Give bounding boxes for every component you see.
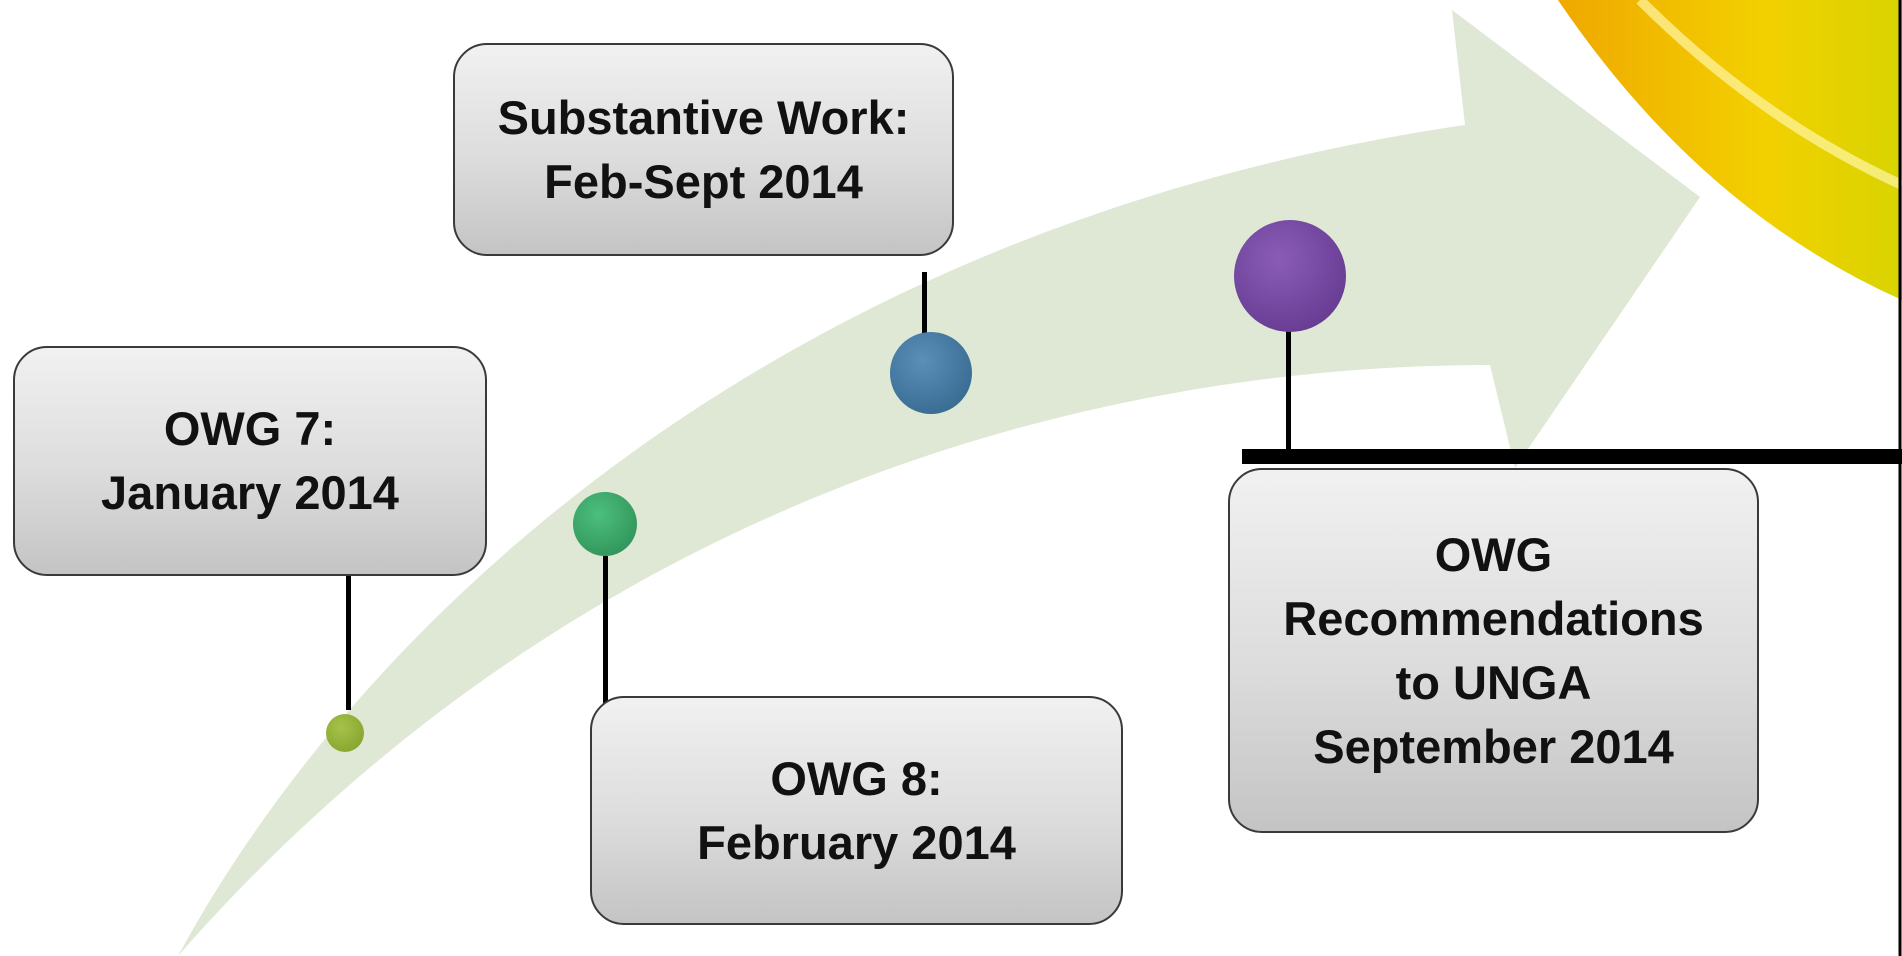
baseline-bar: [1242, 449, 1902, 464]
milestone-recommendations-line1: OWG: [1434, 527, 1553, 581]
milestone-dot-owg8: [573, 492, 637, 556]
milestone-box-owg7: OWG 7: January 2014: [13, 346, 487, 576]
milestone-dot-owg7: [326, 714, 364, 752]
milestone-dot-recommendations: [1234, 220, 1346, 332]
milestone-owg7-line2: January 2014: [101, 466, 399, 519]
milestone-dot-substantive: [890, 332, 972, 414]
milestone-recommendations-line3: to UNGA: [1395, 655, 1592, 709]
milestone-substantive-line1: Substantive Work:: [497, 90, 910, 144]
stem-recommendations: [1286, 330, 1291, 460]
milestone-owg7-line1: OWG 7:: [163, 402, 337, 455]
milestone-box-recommendations: OWG Recommendations to UNGA September 20…: [1228, 468, 1759, 833]
milestone-recommendations-line2: Recommendations: [1283, 591, 1704, 645]
stem-substantive: [922, 272, 927, 348]
stem-owg8: [603, 556, 608, 710]
milestone-recommendations-line4: September 2014: [1313, 719, 1674, 773]
milestone-owg8-line1: OWG 8:: [770, 751, 943, 805]
stem-owg7: [346, 574, 351, 710]
milestone-owg8-line2: February 2014: [697, 815, 1016, 869]
milestone-box-substantive: Substantive Work: Feb-Sept 2014: [453, 43, 954, 256]
milestone-substantive-line2: Feb-Sept 2014: [544, 154, 863, 208]
milestone-box-owg8: OWG 8: February 2014: [590, 696, 1123, 925]
